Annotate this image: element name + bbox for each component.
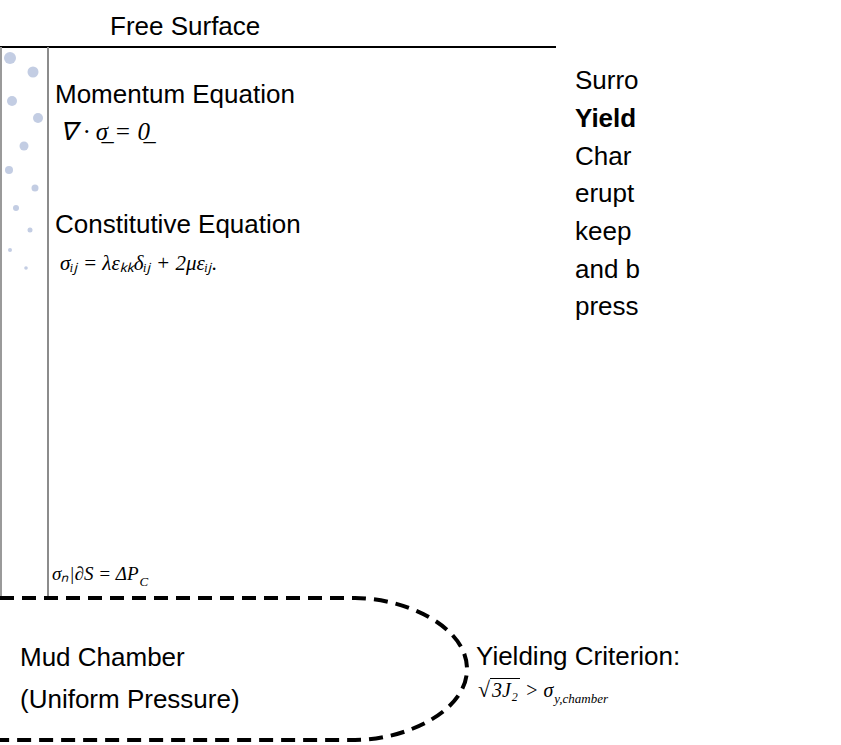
cropped-text: Yield xyxy=(575,102,636,135)
label-slot: Constitutive Equation xyxy=(55,208,301,241)
gas-bubbles xyxy=(4,52,43,270)
criterion-heading: Yielding Criterion: xyxy=(476,640,680,673)
equation-heading: Momentum Equation xyxy=(55,78,295,111)
label-slot: Char xyxy=(575,140,631,173)
chamber-label: Mud Chamber (Uniform Pressure) xyxy=(20,636,256,720)
label-slot: Yield xyxy=(575,102,636,135)
cropped-text: keep xyxy=(575,215,631,248)
cropped-text: erupt xyxy=(575,177,634,210)
cropped-text: and b xyxy=(575,253,640,286)
chamber-region: Mud Chamber (Uniform Pressure) xyxy=(0,596,470,742)
momentum-formula: ∇ · σ̲ = 0̲ xyxy=(60,116,150,147)
label-slot: Surro xyxy=(575,64,639,97)
criterion-formula: > σ xyxy=(525,678,553,703)
formula-subscript: C xyxy=(140,574,149,590)
label-slot: σᵢⱼ = λεₖₖδᵢⱼ + 2μεᵢⱼ. xyxy=(60,250,217,276)
label-slot: Yielding Criterion: xyxy=(476,640,680,673)
label-slot: erupt xyxy=(575,177,634,210)
free-surface-line xyxy=(0,46,556,48)
dashed-boundary xyxy=(0,598,467,740)
constitutive-formula: σᵢⱼ = λεₖₖδᵢⱼ + 2μεᵢⱼ. xyxy=(60,250,217,276)
formula-row: √3J₂> σy,chamber xyxy=(478,676,608,704)
equation-heading: Constitutive Equation xyxy=(55,208,301,241)
label-slot: ∇ · σ̲ = 0̲ xyxy=(60,116,150,147)
label-slot: Free Surface xyxy=(110,10,260,43)
label-slot: and b xyxy=(575,253,640,286)
cropped-text: press xyxy=(575,290,639,323)
formula-subscript: y,chamber xyxy=(554,691,608,707)
label-slot: Momentum Equation xyxy=(55,78,295,111)
label-slot: keep xyxy=(575,215,631,248)
boundary-formula: σₙ|∂S = ΔP xyxy=(52,562,139,586)
cropped-text: Surro xyxy=(575,64,639,97)
radicand: 3J₂ xyxy=(490,678,520,701)
formula-row: σₙ|∂S = ΔPC xyxy=(52,562,148,586)
label-slot: press xyxy=(575,290,639,323)
radical-sign: √ xyxy=(478,676,490,704)
cropped-text: Char xyxy=(575,140,631,173)
surface-label: Free Surface xyxy=(110,10,260,43)
conduit-wall xyxy=(0,47,2,598)
conduit-wall xyxy=(47,47,49,598)
